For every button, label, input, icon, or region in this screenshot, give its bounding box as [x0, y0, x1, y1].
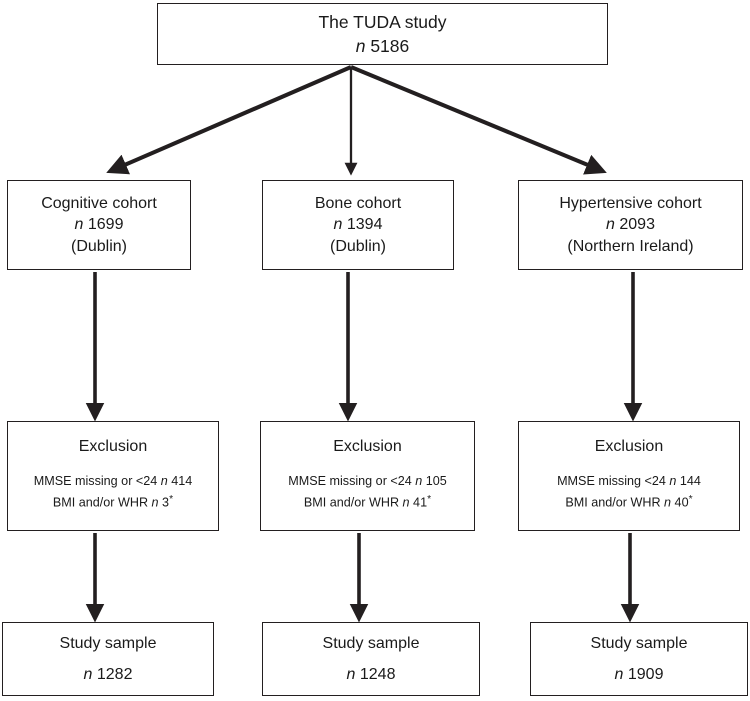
cohort-location: (Dublin) — [70, 237, 127, 255]
node-exclusion-hypertensive: Exclusion MMSE missing <24 n 144 BMI and… — [518, 421, 740, 531]
cohort-location: (Dublin) — [329, 237, 386, 255]
cohort-name: Bone cohort — [314, 195, 402, 213]
sample-label: Study sample — [590, 635, 688, 653]
exclusion-bmi-n-symbol: n — [402, 495, 410, 510]
study-n-value: 5186 — [370, 36, 410, 56]
exclusion-bmi-n-symbol: n — [664, 495, 672, 510]
node-cohort-hypertensive: Hypertensive cohort n 2093 (Northern Ire… — [518, 180, 743, 270]
cohort-n: n 1394 — [334, 214, 383, 235]
exclusion-mmse-n-symbol: n — [669, 474, 677, 489]
cohort-n: n 1699 — [75, 214, 124, 235]
cohort-n-value: 1699 — [87, 216, 124, 234]
exclusion-criterion-bmi-text: BMI and/or WHR — [303, 495, 403, 510]
cohort-n-value: 2093 — [619, 216, 655, 234]
exclusion-criterion-mmse: MMSE missing or <24 n 105 — [288, 471, 447, 491]
branch-arrow-left — [106, 65, 352, 175]
footnote-asterisk: * — [427, 493, 432, 505]
footnote-asterisk: * — [169, 493, 174, 505]
node-study-sample-cognitive: Study sample n 1282 — [2, 622, 214, 696]
exclusion-mmse-n-symbol: n — [415, 474, 423, 489]
study-n: n 5186 — [356, 34, 410, 58]
study-title: The TUDA study — [318, 11, 447, 32]
sample-n-symbol: n — [614, 665, 624, 683]
exclusion-criterion-mmse-text: MMSE missing or <24 — [288, 474, 416, 489]
exclusion-bmi-n-symbol: n — [151, 495, 159, 510]
node-exclusion-bone: Exclusion MMSE missing or <24 n 105 BMI … — [260, 421, 475, 531]
cohort-n: n 2093 — [606, 214, 655, 235]
sample-label: Study sample — [59, 635, 157, 653]
exclusion-criterion-mmse-text: MMSE missing or <24 — [33, 474, 161, 489]
study-n-symbol: n — [355, 36, 366, 56]
sample-n-value: 1248 — [359, 665, 396, 683]
sample-n-symbol: n — [83, 665, 93, 683]
exclusion-criterion-bmi: BMI and/or WHR n 41* — [304, 492, 431, 513]
sample-label: Study sample — [322, 635, 420, 653]
exclusion-bmi-n-value: 40 — [671, 495, 689, 510]
exclusion-mmse-n-value: 144 — [676, 474, 701, 489]
exclusion-criterion-mmse-text: MMSE missing <24 — [557, 474, 670, 489]
node-cohort-cognitive: Cognitive cohort n 1699 (Dublin) — [7, 180, 191, 270]
exclusion-heading: Exclusion — [78, 438, 148, 455]
cohort-name: Cognitive cohort — [41, 195, 157, 213]
node-cohort-bone: Bone cohort n 1394 (Dublin) — [262, 180, 454, 270]
branch-arrows — [106, 65, 607, 176]
exclusion-bmi-n-value: 3 — [158, 495, 170, 510]
cohort-n-symbol: n — [606, 216, 615, 234]
node-exclusion-cognitive: Exclusion MMSE missing or <24 n 414 BMI … — [7, 421, 219, 531]
exclusion-criterion-bmi-text: BMI and/or WHR — [565, 495, 665, 510]
exclusion-criterion-bmi: BMI and/or WHR n 40* — [565, 492, 692, 513]
sample-n-value: 1282 — [96, 665, 133, 683]
node-study-sample-hypertensive: Study sample n 1909 — [530, 622, 748, 696]
exclusion-criterion-bmi: BMI and/or WHR n 3* — [53, 492, 173, 513]
cohort-n-symbol: n — [74, 216, 84, 234]
cohort-location: (Northern Ireland) — [567, 237, 694, 255]
cohort-n-symbol: n — [333, 216, 343, 234]
exclusion-to-sample-arrows — [85, 533, 640, 623]
cohort-to-exclusion-arrows — [85, 272, 643, 422]
node-study-root: The TUDA study n 5186 — [157, 3, 608, 65]
sample-n: n 1909 — [615, 664, 664, 685]
sample-n: n 1282 — [84, 664, 133, 685]
footnote-asterisk: * — [688, 493, 693, 505]
exclusion-bmi-n-value: 41 — [409, 495, 428, 510]
exclusion-mmse-n-symbol: n — [160, 474, 168, 489]
sample-n-symbol: n — [346, 665, 356, 683]
cohort-n-value: 1394 — [346, 216, 383, 234]
node-study-sample-bone: Study sample n 1248 — [262, 622, 480, 696]
cohort-name: Hypertensive cohort — [559, 195, 702, 213]
exclusion-criterion-mmse: MMSE missing or <24 n 414 — [34, 471, 193, 491]
exclusion-mmse-n-value: 105 — [422, 474, 447, 489]
exclusion-heading: Exclusion — [594, 438, 664, 455]
branch-arrow-right — [350, 65, 607, 175]
exclusion-criterion-bmi-text: BMI and/or WHR — [52, 495, 152, 510]
exclusion-mmse-n-value: 414 — [167, 474, 193, 489]
sample-n: n 1248 — [347, 664, 396, 685]
exclusion-criterion-mmse: MMSE missing <24 n 144 — [557, 471, 701, 491]
sample-n-value: 1909 — [627, 665, 664, 683]
exclusion-heading: Exclusion — [333, 438, 402, 455]
